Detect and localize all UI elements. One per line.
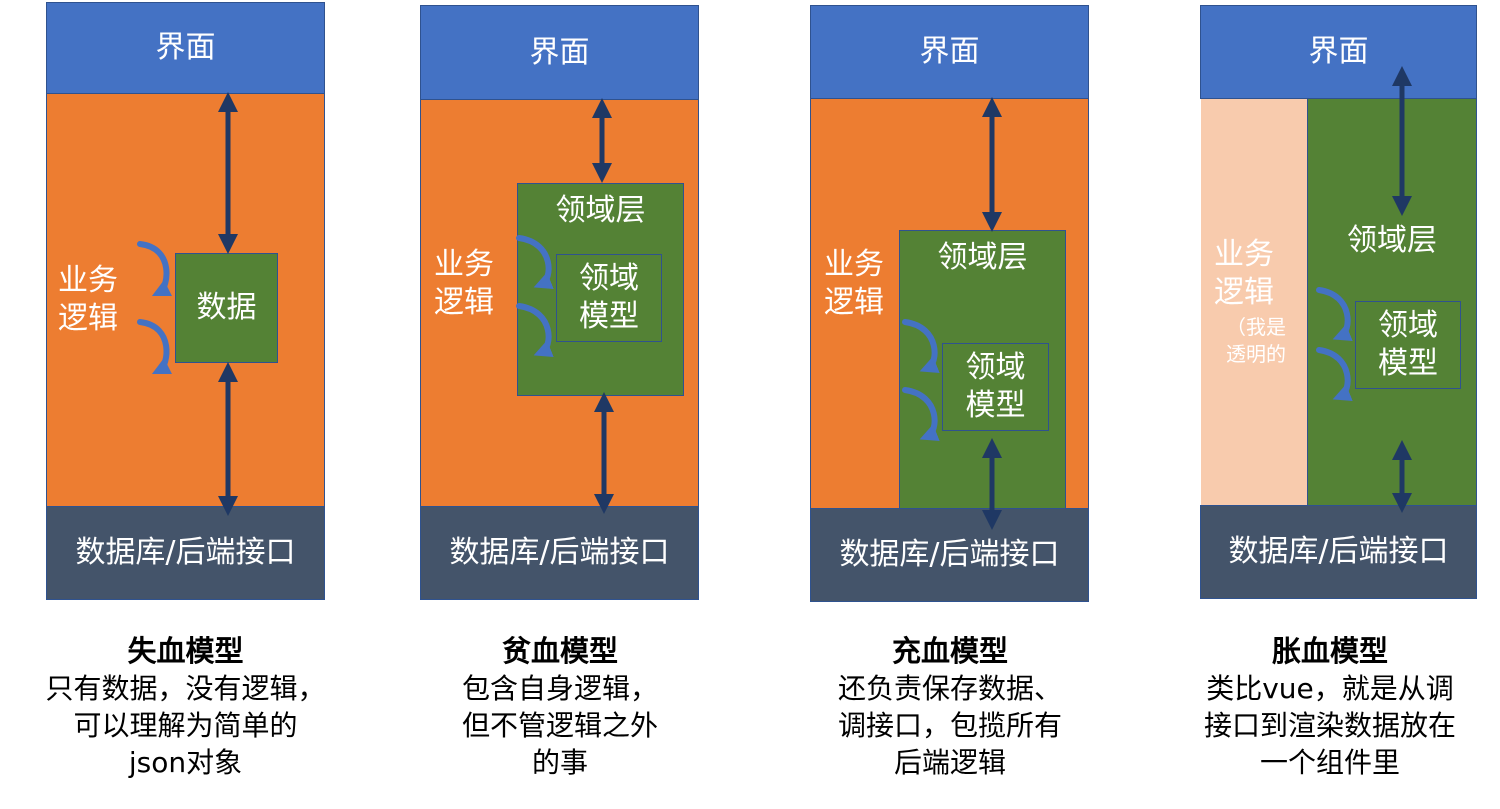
database-layer-label: 数据库/后端接口	[75, 535, 296, 570]
domain-model-label: 领域 模型	[579, 261, 639, 334]
curl-arrow-bottom	[516, 303, 554, 357]
caption-4: 胀血模型 类比vue，就是从调 接口到渲染数据放在 一个组件里	[1170, 632, 1490, 781]
caption-description: 包含自身逻辑， 但不管逻辑之外 的事	[461, 672, 658, 779]
transparent-note: （我是 透明的	[1226, 315, 1286, 366]
panel-rich: 界面 领域层 数据库/后端接口 领域 模型 业务 逻辑 充血模型 还负责保存数据…	[790, 5, 1110, 781]
business-logic-label: 业务 逻辑	[58, 263, 118, 336]
database-layer-box: 数据库/后端接口	[810, 508, 1089, 602]
curl-arrow-top	[1316, 287, 1353, 341]
curl-arrow-bottom	[902, 387, 940, 441]
caption-description: 类比vue，就是从调 接口到渲染数据放在 一个组件里	[1203, 672, 1456, 779]
ui-layer-box: 界面	[810, 5, 1089, 99]
ui-layer-box: 界面	[1200, 5, 1477, 99]
panel-arrows	[902, 97, 1002, 530]
ui-layer-box: 界面	[46, 2, 325, 94]
panel-anemic-loss: 界面 数据库/后端接口 数据 业务 逻辑 失血模型 只有数据，没有逻辑， 可以理…	[0, 0, 375, 809]
caption-title: 贫血模型	[501, 634, 618, 668]
domain-model-label: 领域 模型	[965, 350, 1026, 423]
curl-arrow-bottom	[137, 319, 173, 375]
domain-model-label: 领域 模型	[1378, 308, 1438, 381]
ui-layer-label: 界面	[919, 34, 980, 69]
domain-layer-label: 领域层	[555, 193, 646, 228]
panel-arrows	[516, 98, 614, 514]
data-label: 数据	[196, 290, 257, 325]
database-layer-label: 数据库/后端接口	[839, 537, 1060, 572]
domain-model-box: 领域 模型	[1355, 301, 1461, 389]
curl-arrow-top	[516, 235, 554, 289]
business-logic-label: 业务 逻辑	[1214, 237, 1274, 310]
business-logic-label: 业务 逻辑	[824, 247, 884, 320]
ui-layer-label: 界面	[529, 34, 590, 70]
curl-arrow-top	[902, 319, 940, 373]
caption-title: 胀血模型	[1271, 634, 1388, 668]
database-layer-box: 数据库/后端接口	[1200, 505, 1477, 599]
business-logic-label: 业务 逻辑	[434, 247, 494, 320]
domain-layer-label: 领域层	[1347, 223, 1437, 258]
caption-description: 只有数据，没有逻辑， 可以理解为简单的 json对象	[45, 672, 326, 779]
ui-layer-label: 界面	[155, 30, 216, 65]
panel-arrows	[137, 92, 238, 516]
database-layer-label: 数据库/后端接口	[1228, 534, 1449, 569]
database-layer-label: 数据库/后端接口	[449, 535, 670, 570]
caption-3: 充血模型 还负责保存数据、 调接口，包揽所有 后端逻辑	[790, 632, 1110, 781]
domain-model-box: 领域 模型	[942, 343, 1049, 431]
transparent-logic-region	[1201, 97, 1307, 509]
domain-model-box: 领域 模型	[556, 254, 662, 342]
ui-layer-label: 界面	[1308, 34, 1369, 69]
caption-title: 充血模型	[891, 634, 1008, 668]
domain-layer-label: 领域层	[937, 240, 1028, 275]
panel-anemic: 界面 数据库/后端接口 领域层 领域 模型 业务 逻辑 贫血模型 包含自身逻辑，…	[400, 5, 720, 781]
caption-description: 还负责保存数据、 调接口，包揽所有 后端逻辑	[837, 672, 1062, 779]
caption-title: 失血模型	[127, 634, 244, 668]
ui-layer-box: 界面	[420, 5, 699, 100]
caption-1: 失血模型 只有数据，没有逻辑， 可以理解为简单的 json对象	[8, 632, 363, 781]
database-layer-box: 数据库/后端接口	[46, 506, 325, 600]
caption-2: 贫血模型 包含自身逻辑， 但不管逻辑之外 的事	[400, 632, 720, 781]
database-layer-box: 数据库/后端接口	[420, 506, 699, 600]
curl-arrow-top	[137, 241, 173, 297]
curl-arrow-bottom	[1316, 347, 1353, 401]
